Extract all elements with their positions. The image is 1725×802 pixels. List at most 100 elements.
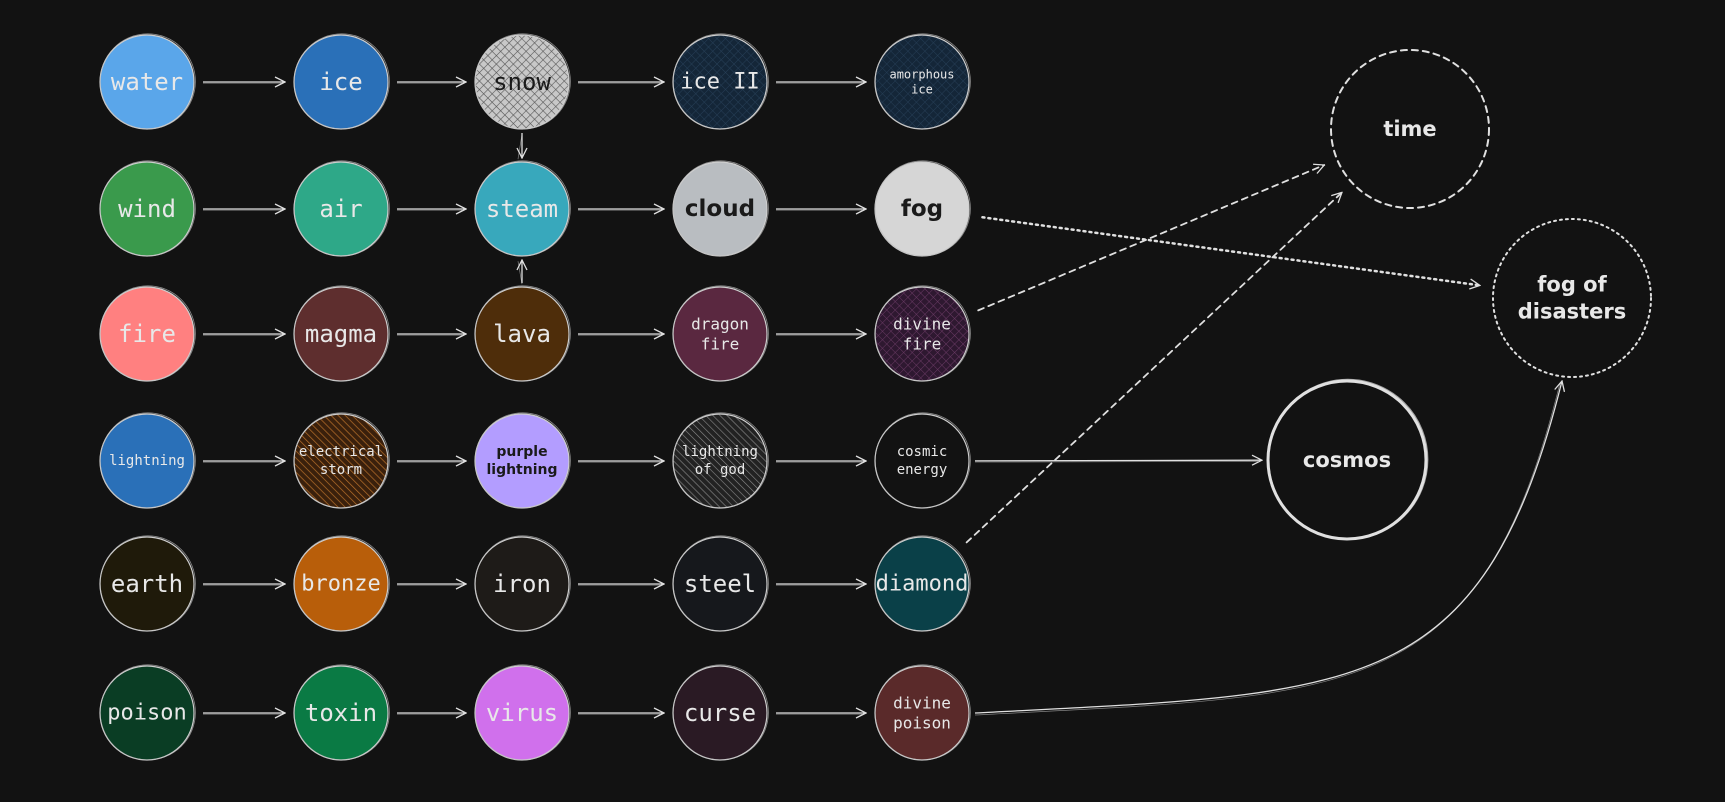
node-divinepoison-label: divine [893,693,951,712]
edge-cosmicenergy-to-cosmos [974,460,1262,461]
node-purple-label: lightning [486,462,557,478]
node-lava-label: lava [493,320,551,348]
node-lgod-label: lightning [682,444,758,460]
node-dragonfire: dragon fire [672,285,769,382]
node-curse-outline [672,664,769,761]
node-steam-outline [474,160,571,257]
node-virus-outline [474,664,571,761]
node-fog-outline [874,160,971,257]
node-ice: ice [293,33,390,130]
node-poison: poison [99,664,196,761]
node-poison-label: poison [107,701,186,726]
node-cosmos-outline [1267,378,1429,540]
node-lava: lava [474,285,571,382]
node-purple-label: purple [496,444,547,460]
node-cosmos-label: cosmos [1303,448,1391,472]
node-divinefire-label: divine [893,314,951,333]
node-diamond-outline [874,535,971,632]
node-toxin-outline [293,664,390,761]
node-water: water [99,33,196,130]
node-dragonfire-outline [672,285,769,382]
node-fogdis-label: disasters [1518,299,1627,323]
node-divinepoison: divine poison [874,664,971,761]
node-steam: steam [474,160,571,257]
node-lgod-label: of god [695,462,746,478]
node-wind-label: wind [118,195,176,223]
node-fog-label: fog [901,196,943,222]
node-estorm-outline [293,412,390,509]
node-amorphous-label: amorphous [889,67,954,81]
node-dragonfire-label: fire [701,335,740,354]
node-virus: virus [474,664,571,761]
node-lava-outline [474,285,571,382]
node-iron: iron [474,535,571,632]
node-cosmos: cosmos [1266,378,1429,541]
node-steel: steel [672,535,769,632]
node-toxin: toxin [293,664,390,761]
node-ice-label: ice [319,68,362,96]
node-lightning-label: lightning [109,453,185,469]
node-air-label: air [319,195,362,223]
node-wind: wind [99,160,196,257]
node-bronze-outline [293,535,390,632]
node-purple-outline [474,412,571,509]
node-wind-outline [99,160,196,257]
node-lightning: lightning [99,412,196,509]
edge-diamond-to-time [965,192,1342,544]
node-divinefire: divine fire [874,285,971,382]
node-water-label: water [111,68,183,96]
node-divinepoison-label: poison [893,714,951,733]
edge-divinepoison-to-fogdis [974,381,1562,714]
node-bronze-label: bronze [301,572,380,597]
node-snow: snow [474,33,571,130]
node-purple: purple lightning [474,412,571,509]
node-magma-outline [293,285,390,382]
node-fire-outline [99,285,196,382]
edge-fog-to-fogdis [981,216,1479,285]
edge-divinefire-to-time [977,165,1324,312]
node-dragonfire-label: dragon [691,314,749,333]
edge-lava-to-steam-stroke2 [517,261,523,285]
node-cosmicenergy-label: energy [897,462,948,478]
node-steam-label: steam [486,195,558,223]
node-bronze: bronze [293,535,390,632]
node-amorphous-label: ice [911,83,933,97]
node-air-outline [293,160,390,257]
node-steel-outline [672,535,769,632]
node-fogdis-label: fog of [1537,273,1607,297]
node-iron-label: iron [493,570,551,598]
node-cosmicenergy-outline [874,412,971,509]
node-snow-label: snow [493,68,551,96]
node-ice-outline [293,33,390,130]
node-magma-label: magma [305,320,377,348]
node-ice2-label: ice II [680,70,759,95]
node-cloud-outline [672,160,769,257]
node-fog: fog [874,160,971,257]
node-ice2: ice II [672,33,769,130]
node-poison-outline [99,664,196,761]
node-curse: curse [672,664,769,761]
edge-cosmicenergy-to-cosmos-stroke2 [974,461,1259,463]
node-lgod-outline [672,412,769,509]
node-divinefire-label: fire [903,335,942,354]
node-estorm-label: electrical [299,444,383,460]
node-divinepoison-outline [874,664,971,761]
node-fire-label: fire [118,320,176,348]
node-curse-label: curse [684,699,756,727]
node-toxin-label: toxin [305,699,377,727]
node-iron-outline [474,535,571,632]
node-amorphous: amorphous ice [874,33,971,130]
node-estorm: electrical storm [293,412,390,509]
node-amorphous-outline [874,33,971,130]
node-snow-outline [474,33,571,130]
node-time-circle [1330,49,1490,209]
node-divinefire-outline [874,285,971,382]
node-virus-label: virus [486,699,558,727]
edge-divinepoison-to-fogdis-stroke2 [974,382,1561,716]
node-steel-label: steel [684,570,756,598]
node-lightning-outline [99,412,196,509]
node-estorm-label: storm [320,462,362,478]
